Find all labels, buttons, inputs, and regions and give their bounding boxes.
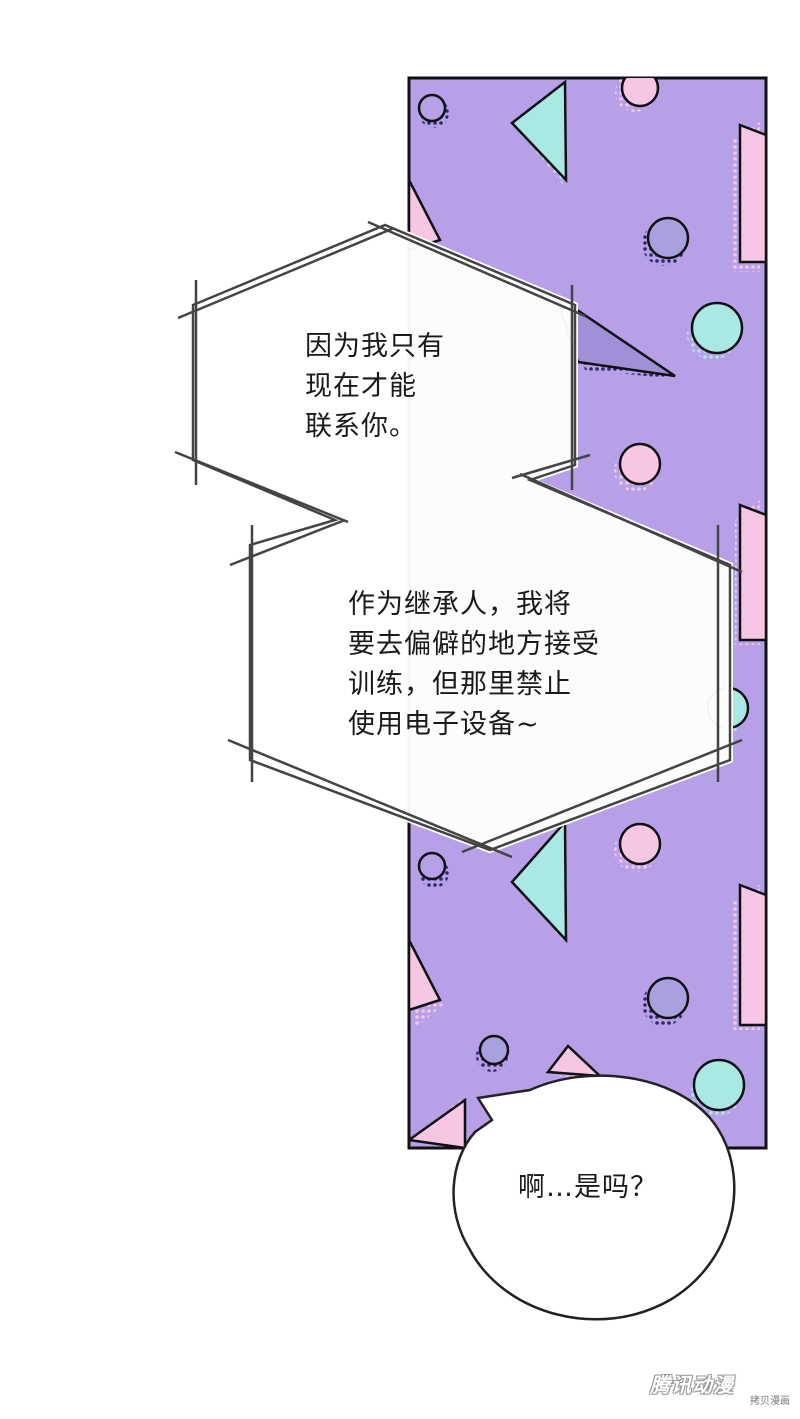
circle-shape [646,216,690,260]
circle-shape [417,93,447,123]
triangle-shape [738,503,766,642]
round-speech-bubble [452,1074,736,1321]
circle-shape [692,1058,746,1112]
bubble-text-2: 作为继承人，我将 要去偏僻的地方接受 训练，但那里禁止 使用电子设备~ [348,589,600,740]
watermark: 腾讯动漫 拷贝漫画 [650,1369,790,1407]
watermark-sub-text: 拷贝漫画 [750,1396,790,1407]
circle-shape [690,301,744,355]
hexagon-bubble-outline [191,223,732,852]
triangle-shape [510,79,568,184]
triangle-shape [545,1044,604,1078]
bubble-text-1: 因为我只有 现在才能 联系你。 [305,331,445,442]
triangle-shape [510,818,568,944]
circle-shape [618,442,662,486]
circle-shape [478,1034,510,1066]
circle-shape [620,78,660,108]
triangle-shape [409,1097,467,1148]
circle-shape [618,822,662,866]
bubble-frame-lines [174,220,743,859]
triangle-shape [738,883,766,1027]
triangle-shape [409,939,442,1012]
circle-shape [417,851,447,881]
bubble-text-3: 啊…是吗？ [518,1172,658,1203]
triangle-shape [738,123,766,264]
watermark-logo-text: 腾讯动漫 [650,1373,734,1397]
circle-shape [646,976,690,1020]
